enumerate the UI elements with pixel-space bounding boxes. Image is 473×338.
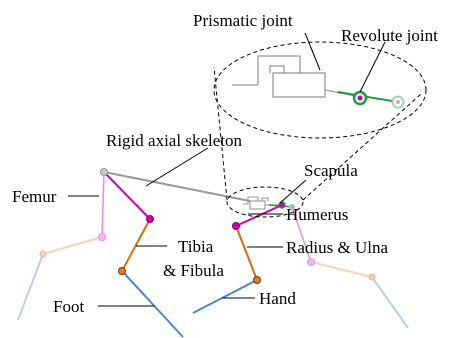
label-prismatic-joint: Prismatic joint	[193, 11, 293, 30]
axial-skeleton-leader	[145, 147, 209, 187]
shoulder-mechanism-small	[243, 196, 296, 211]
front-leg	[100, 168, 184, 338]
joint-rail	[337, 91, 399, 103]
humerus-bone	[235, 204, 283, 227]
tibia-fibula-bone	[121, 218, 151, 272]
femur-bone	[103, 171, 151, 220]
revolute-joint-leader	[359, 41, 386, 93]
label-femur: Femur	[12, 187, 57, 206]
faded-back-leg	[17, 171, 106, 321]
zoomed-shoulder-mechanism	[232, 55, 405, 109]
faded-femur	[101, 171, 105, 238]
faded-tibia	[42, 236, 103, 255]
label-tibia: Tibia	[178, 237, 214, 256]
prismatic-slider-block	[272, 72, 326, 98]
faded-knee-joint	[98, 233, 106, 241]
prismatic-joint-leader	[304, 32, 321, 71]
label-scapula: Scapula	[304, 161, 358, 180]
faded-revolute-joint-center	[396, 100, 400, 104]
label-fibula: & Fibula	[163, 261, 224, 280]
faded-humerus	[291, 206, 312, 263]
knee-joint	[146, 215, 154, 223]
label-foot: Foot	[53, 297, 84, 316]
ankle-joint	[118, 267, 126, 275]
zoom-cone-right	[302, 93, 422, 201]
zoom-cone-left	[213, 66, 228, 201]
front-arm	[192, 204, 283, 314]
zoom-detail-ellipse	[213, 41, 427, 139]
faded-ankle-joint	[39, 250, 47, 258]
axial-skeleton-line	[103, 171, 251, 202]
faded-hand	[371, 276, 409, 329]
label-hand: Hand	[259, 289, 296, 308]
faded-radius	[310, 261, 373, 278]
hand-bone	[192, 279, 258, 314]
label-rigid-axial-skeleton: Rigid axial skeleton	[106, 131, 242, 150]
zoom-source-ellipse	[226, 186, 304, 218]
revolute-joint-center	[357, 95, 363, 101]
radius-ulna-bone	[235, 225, 258, 281]
prismatic-guide-housing	[257, 55, 301, 85]
scapula-leader	[279, 179, 307, 204]
faded-wrist-joint	[368, 273, 376, 281]
label-humerus: Humerus	[286, 205, 348, 224]
foot-bone	[121, 270, 184, 338]
label-radius-ulna: Radius & Ulna	[286, 238, 388, 257]
small-prismatic-slider	[249, 200, 266, 210]
faded-foot	[17, 253, 44, 321]
faded-elbow-joint	[307, 258, 315, 266]
small-faded-revolute-joint	[288, 203, 296, 211]
wrist-joint	[253, 276, 261, 284]
label-revolute-joint: Revolute joint	[341, 26, 438, 45]
elbow-joint	[232, 222, 240, 230]
faded-back-arm	[291, 206, 409, 329]
hip-joint	[100, 168, 108, 176]
